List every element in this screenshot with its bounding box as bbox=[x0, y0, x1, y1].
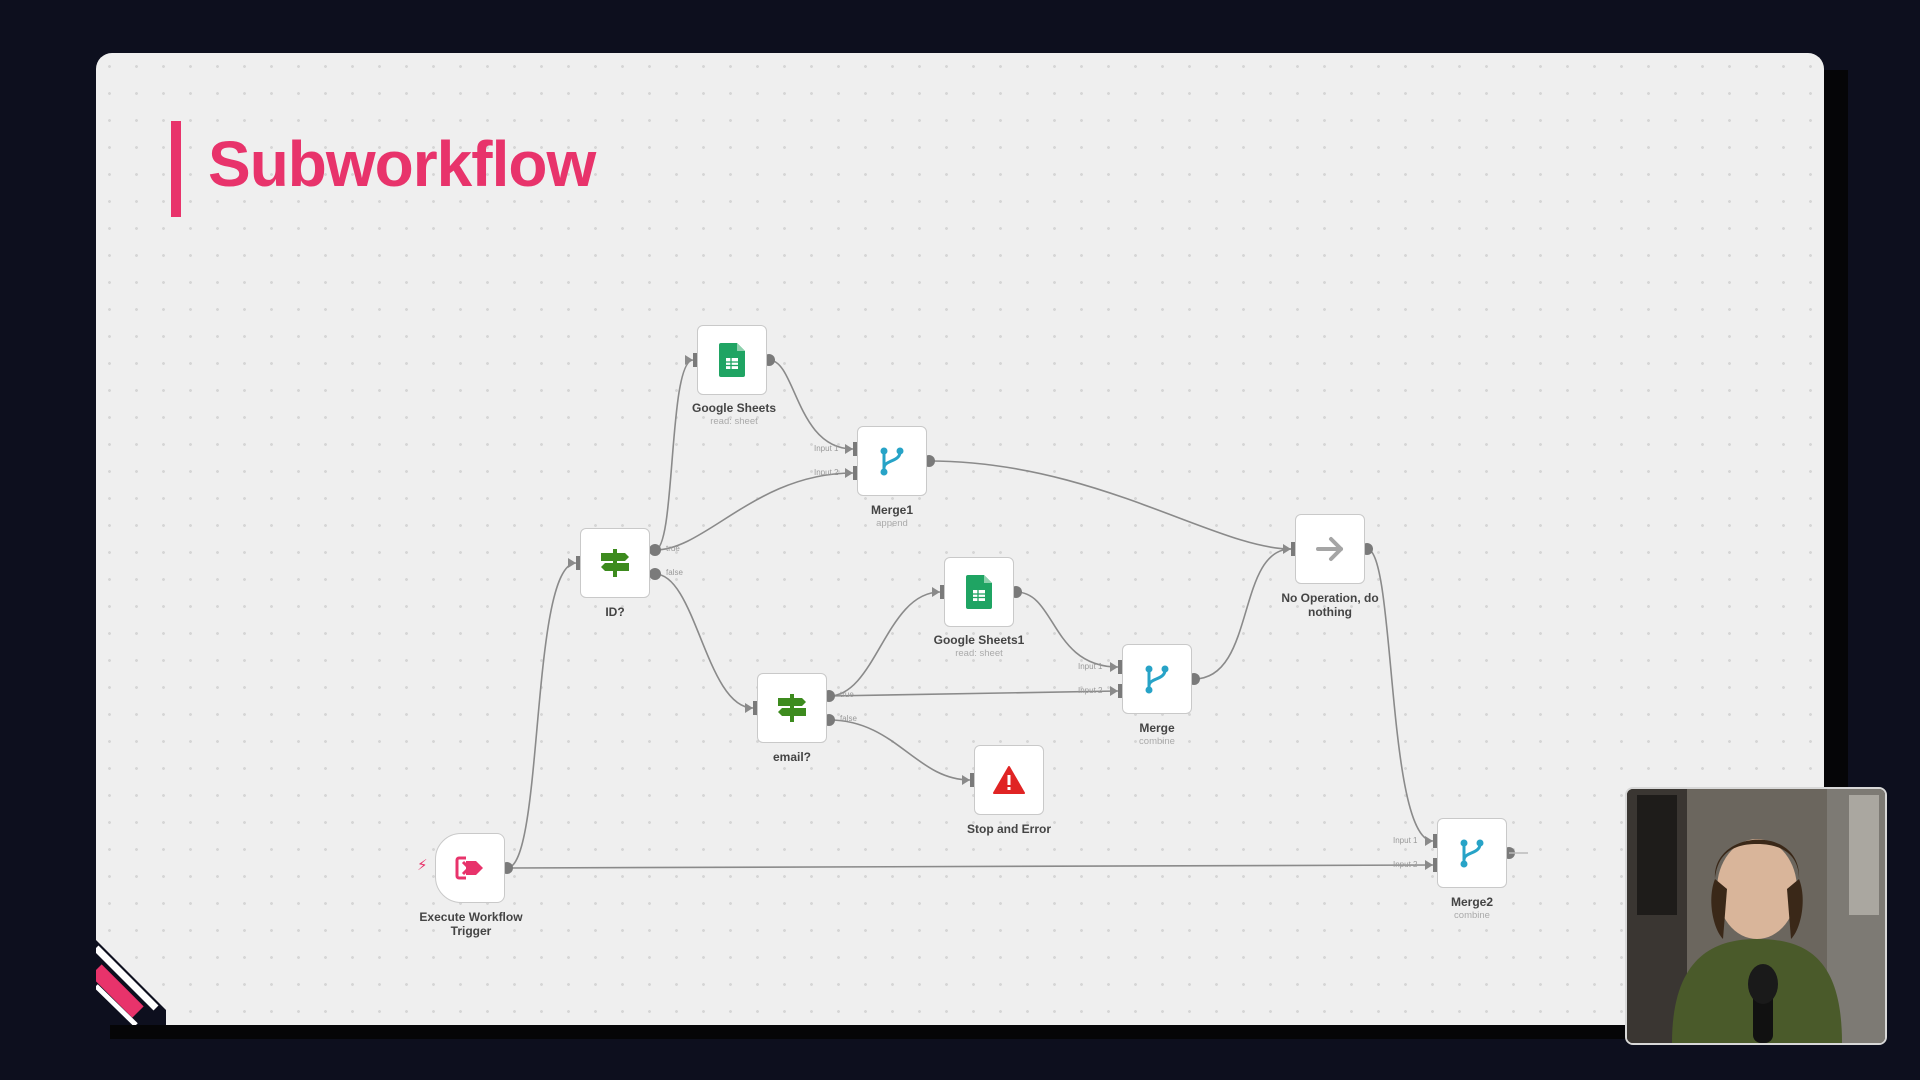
port-label-true: true bbox=[840, 690, 854, 699]
port-label-input2: Input 2 bbox=[814, 468, 839, 477]
node-title: Execute Workflow Trigger bbox=[419, 910, 523, 938]
node-title: email? bbox=[772, 750, 811, 764]
port-label-input1: Input 1 bbox=[1078, 662, 1103, 671]
node-label: Merge1 append bbox=[792, 503, 992, 531]
port-label-input2: Input 2 bbox=[1078, 686, 1103, 695]
node-title: Merge2 bbox=[1450, 895, 1494, 909]
edge-id-to-sheets bbox=[654, 359, 694, 551]
node-title: Google Sheets bbox=[691, 401, 777, 415]
signpost-icon bbox=[601, 549, 629, 577]
port-label-input1: Input 1 bbox=[814, 444, 839, 453]
merge-icon bbox=[1460, 839, 1484, 868]
edge-email-to-error bbox=[828, 719, 971, 781]
slide-title: Subworkflow bbox=[208, 128, 596, 200]
webcam-overlay bbox=[1625, 787, 1887, 1045]
edge-email-to-sheets1 bbox=[828, 591, 941, 697]
edge-trigger-to-merge2 bbox=[506, 864, 1434, 869]
node-subtitle: append bbox=[876, 518, 908, 529]
trigger-bolt-icon: ⚡ bbox=[417, 857, 428, 874]
merge-icon bbox=[1145, 665, 1169, 694]
port-label-input2: Input 2 bbox=[1393, 860, 1418, 869]
node-label: ID? bbox=[515, 605, 715, 619]
node-no-operation[interactable] bbox=[1295, 514, 1365, 584]
google-sheets-icon bbox=[719, 343, 745, 377]
node-subtitle: read: sheet bbox=[955, 648, 1003, 659]
node-subtitle: combine bbox=[1139, 736, 1175, 747]
node-title: Stop and Error bbox=[966, 822, 1051, 836]
presenter-video bbox=[1627, 789, 1885, 1043]
port-label-false: false bbox=[840, 714, 857, 723]
warning-icon bbox=[993, 766, 1025, 794]
node-title: Merge1 bbox=[870, 503, 914, 517]
edge-merge1-to-noop bbox=[928, 460, 1292, 550]
node-email-check[interactable] bbox=[757, 673, 827, 743]
port-label-input1: Input 1 bbox=[1393, 836, 1418, 845]
node-title: Google Sheets1 bbox=[933, 633, 1025, 647]
node-title: Merge bbox=[1139, 721, 1175, 735]
node-title: ID? bbox=[605, 605, 625, 619]
node-label: No Operation, do nothing bbox=[1230, 591, 1430, 619]
edge-id-to-merge1 bbox=[654, 472, 854, 551]
edge-email-to-merge bbox=[828, 690, 1119, 697]
execute-trigger-icon bbox=[455, 856, 483, 880]
edge-sheets-to-merge1 bbox=[768, 359, 854, 450]
slide-bottom-shadow bbox=[110, 1025, 1630, 1039]
node-execute-workflow-trigger[interactable] bbox=[435, 833, 505, 903]
port-label-false: false bbox=[666, 568, 683, 577]
node-label: Google Sheets read: sheet bbox=[634, 401, 834, 429]
node-label: Merge combine bbox=[1057, 721, 1257, 749]
node-label: Merge2 combine bbox=[1372, 895, 1572, 923]
node-stop-and-error[interactable] bbox=[974, 745, 1044, 815]
node-label: email? bbox=[692, 750, 892, 764]
title-accent-bar bbox=[171, 121, 181, 217]
node-subtitle: read: sheet bbox=[710, 416, 758, 427]
corner-logo-icon bbox=[96, 940, 166, 1025]
arrow-right-icon bbox=[1316, 537, 1343, 561]
node-id-check[interactable] bbox=[580, 528, 650, 598]
edge-id-to-email bbox=[654, 573, 754, 709]
port-label-true: true bbox=[666, 544, 680, 553]
google-sheets-icon bbox=[966, 575, 992, 609]
slide-canvas: Subworkflow bbox=[96, 53, 1824, 1025]
node-merge2[interactable] bbox=[1437, 818, 1507, 888]
edge-merge-to-noop bbox=[1193, 548, 1292, 680]
merge-icon bbox=[880, 447, 904, 476]
node-merge1[interactable] bbox=[857, 426, 927, 496]
node-merge[interactable] bbox=[1122, 644, 1192, 714]
node-google-sheets1[interactable] bbox=[944, 557, 1014, 627]
node-label: Execute Workflow Trigger bbox=[371, 910, 571, 938]
edge-trigger-to-id bbox=[506, 562, 577, 869]
node-label: Google Sheets1 read: sheet bbox=[879, 633, 1079, 661]
edge-sheets1-to-merge bbox=[1015, 591, 1119, 668]
node-label: Stop and Error bbox=[909, 822, 1109, 836]
signpost-icon bbox=[778, 694, 806, 722]
node-subtitle: combine bbox=[1454, 910, 1490, 921]
edge-noop-to-merge2 bbox=[1366, 548, 1434, 842]
node-title: No Operation, do nothing bbox=[1281, 591, 1379, 619]
node-google-sheets[interactable] bbox=[697, 325, 767, 395]
workflow-connections bbox=[501, 353, 1528, 874]
